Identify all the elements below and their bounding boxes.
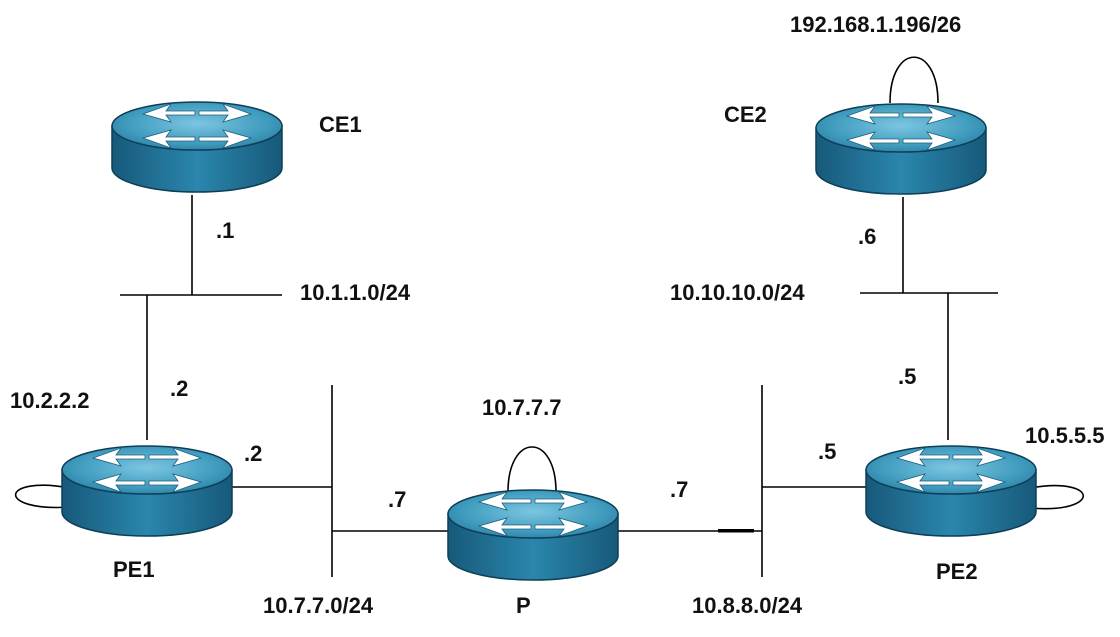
router-ce2[interactable]: [815, 103, 987, 195]
router-icon: [815, 103, 987, 195]
router-label-ce1: CE1: [319, 112, 362, 137]
loopback-label-p: 10.7.7.7: [482, 395, 562, 420]
router-pe1[interactable]: [61, 445, 233, 537]
subnet-label-10-8-8-0: 10.8.8.0/24: [692, 593, 803, 618]
interface-label-p-left: .7: [388, 487, 406, 512]
loopback-pe1: [14, 484, 71, 509]
router-ce1[interactable]: [111, 101, 283, 193]
interface-label-pe1-up: .2: [170, 376, 188, 401]
router-icon: [61, 445, 233, 537]
interface-label-p-right: .7: [670, 477, 688, 502]
router-p[interactable]: [447, 489, 619, 581]
loopback-pe2: [1029, 484, 1085, 510]
loopback-label-ce2: 192.168.1.196/26: [790, 12, 961, 37]
subnet-label-10-1-1-0: 10.1.1.0/24: [300, 280, 411, 305]
router-label-ce2: CE2: [724, 102, 767, 127]
interface-label-pe2-up: .5: [898, 364, 916, 389]
loopback-p: [507, 446, 557, 493]
router-pe2[interactable]: [865, 445, 1037, 537]
interface-label-pe2-left: .5: [818, 439, 836, 464]
loopback-label-pe2: 10.5.5.5: [1025, 423, 1105, 448]
network-links: [14, 56, 1085, 577]
router-icon: [447, 489, 619, 581]
router-label-p: P: [516, 593, 531, 618]
loopback-ce2: [889, 56, 939, 104]
subnet-label-10-7-7-0: 10.7.7.0/24: [263, 593, 374, 618]
interface-label-pe1-right: .2: [244, 441, 262, 466]
loopback-label-pe1: 10.2.2.2: [10, 388, 90, 413]
link-p-segment-thick: [718, 529, 754, 533]
router-icon: [865, 445, 1037, 537]
router-label-pe2: PE2: [936, 559, 978, 584]
interface-label-ce2: .6: [858, 224, 876, 249]
router-label-pe1: PE1: [113, 557, 155, 582]
interface-label-ce1: .1: [216, 218, 234, 243]
subnet-label-10-10-10-0: 10.10.10.0/24: [670, 280, 805, 305]
router-icon: [111, 101, 283, 193]
